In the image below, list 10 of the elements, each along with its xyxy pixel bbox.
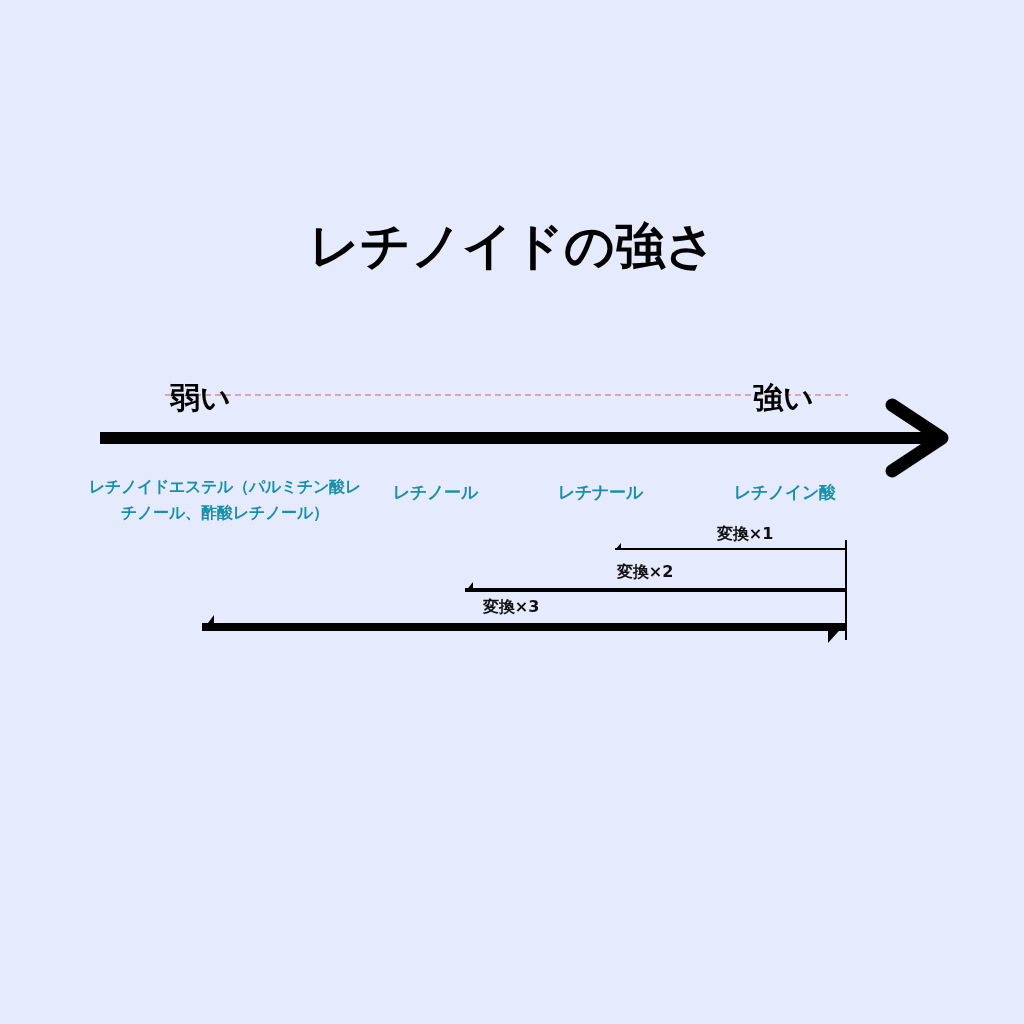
strength-label: 強い [752, 378, 814, 417]
strength-label: 弱い [169, 378, 231, 417]
compound-label: レチノール [392, 480, 478, 504]
compound-label: レチナール [557, 480, 643, 504]
conversion-label: 変換×1 [716, 523, 774, 545]
compound-label: レチノイン酸 [734, 480, 836, 504]
title: レチノイドの強さ [308, 215, 716, 277]
compound-label: レチノイドエステル（パルミチン酸レチノール、酢酸レチノール） [88, 476, 362, 524]
conversion-label: 変換×2 [616, 561, 674, 583]
conversion-label: 変換×3 [482, 596, 540, 618]
